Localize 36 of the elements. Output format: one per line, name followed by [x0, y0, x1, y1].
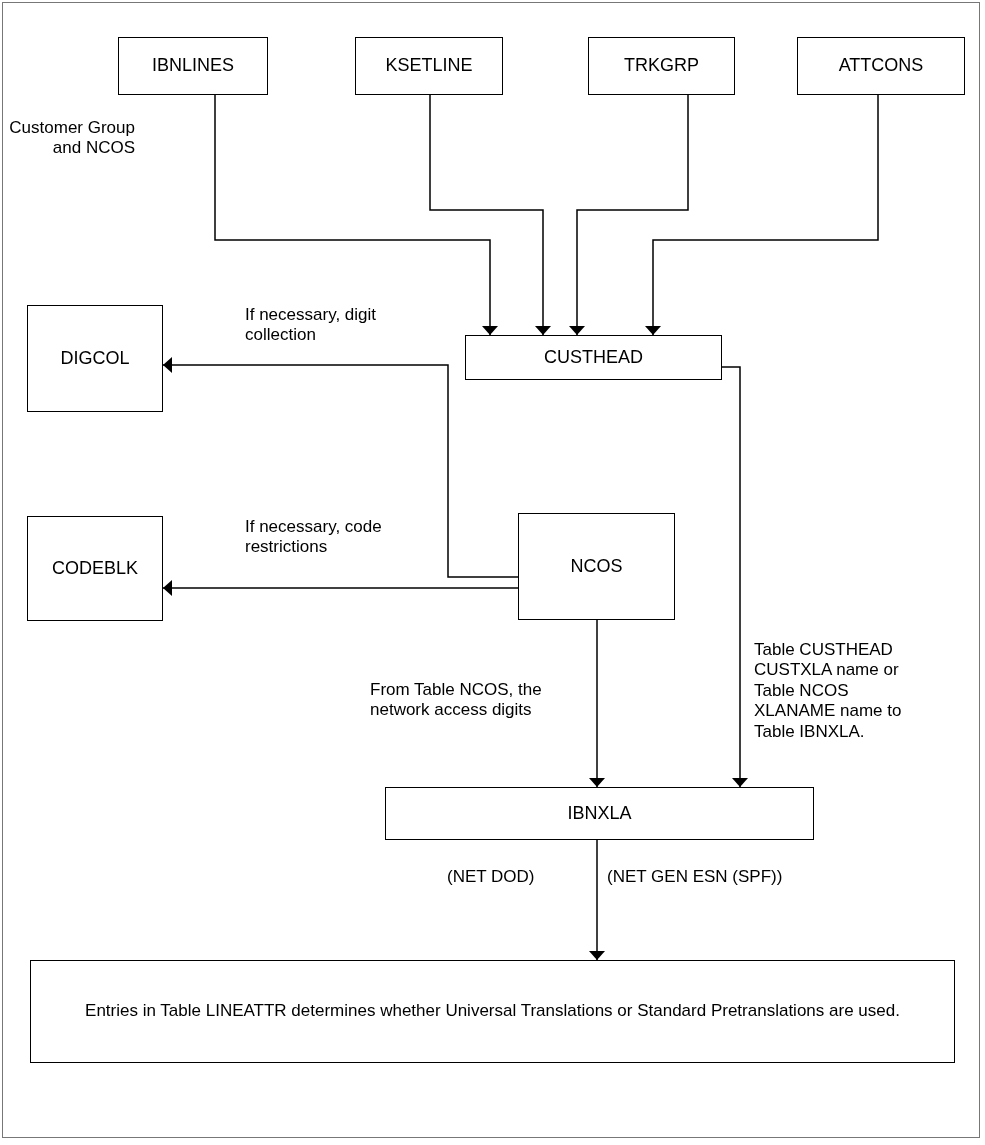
box-label: ATTCONS [838, 55, 924, 77]
arrow [162, 583, 519, 593]
process-box [588, 37, 735, 95]
process-box [27, 305, 163, 412]
process-box [518, 513, 675, 620]
box-label: CUSTHEAD [544, 346, 643, 369]
box-label: IBNLINES [152, 55, 234, 77]
process-box [355, 37, 503, 95]
process-box [385, 787, 814, 840]
box-label: TRKGRP [624, 55, 699, 77]
arrow [572, 94, 689, 336]
edge-label: Customer Group and NCOS [8, 118, 135, 159]
arrow [214, 94, 495, 336]
box-label: Entries in Table LINEATTR determines whether Universal Translations or Standard Pretranslations are used. [85, 1001, 900, 1022]
edge-label: Table CUSTHEAD CUSTXLA name or Table NCOS XLANAME name to Table IBNXLA. [754, 640, 903, 742]
box-label: CODEBLK [52, 557, 138, 580]
annotation-label: (NET GEN ESN (SPF)) [607, 867, 784, 888]
arrow [721, 366, 745, 788]
edge-label: If necessary, code restrictions [245, 517, 383, 558]
process-box [30, 960, 955, 1063]
edge-label: (NET DOD) [447, 867, 536, 888]
process-box [27, 516, 163, 621]
box-label: IBNXLA [567, 802, 632, 825]
arrow [162, 360, 519, 578]
box-label: NCOS [570, 555, 623, 578]
arrow [592, 619, 602, 788]
arrow [592, 839, 602, 961]
box-label: KSETLINE [385, 55, 473, 77]
arrow [648, 94, 879, 336]
arrow [429, 94, 548, 336]
edge-label: If necessary, digit collection [245, 305, 378, 346]
process-box [465, 335, 722, 380]
process-box [797, 37, 965, 95]
box-label: DIGCOL [60, 347, 130, 370]
process-box [118, 37, 268, 95]
edge-label: From Table NCOS, the network access digits [370, 680, 543, 721]
